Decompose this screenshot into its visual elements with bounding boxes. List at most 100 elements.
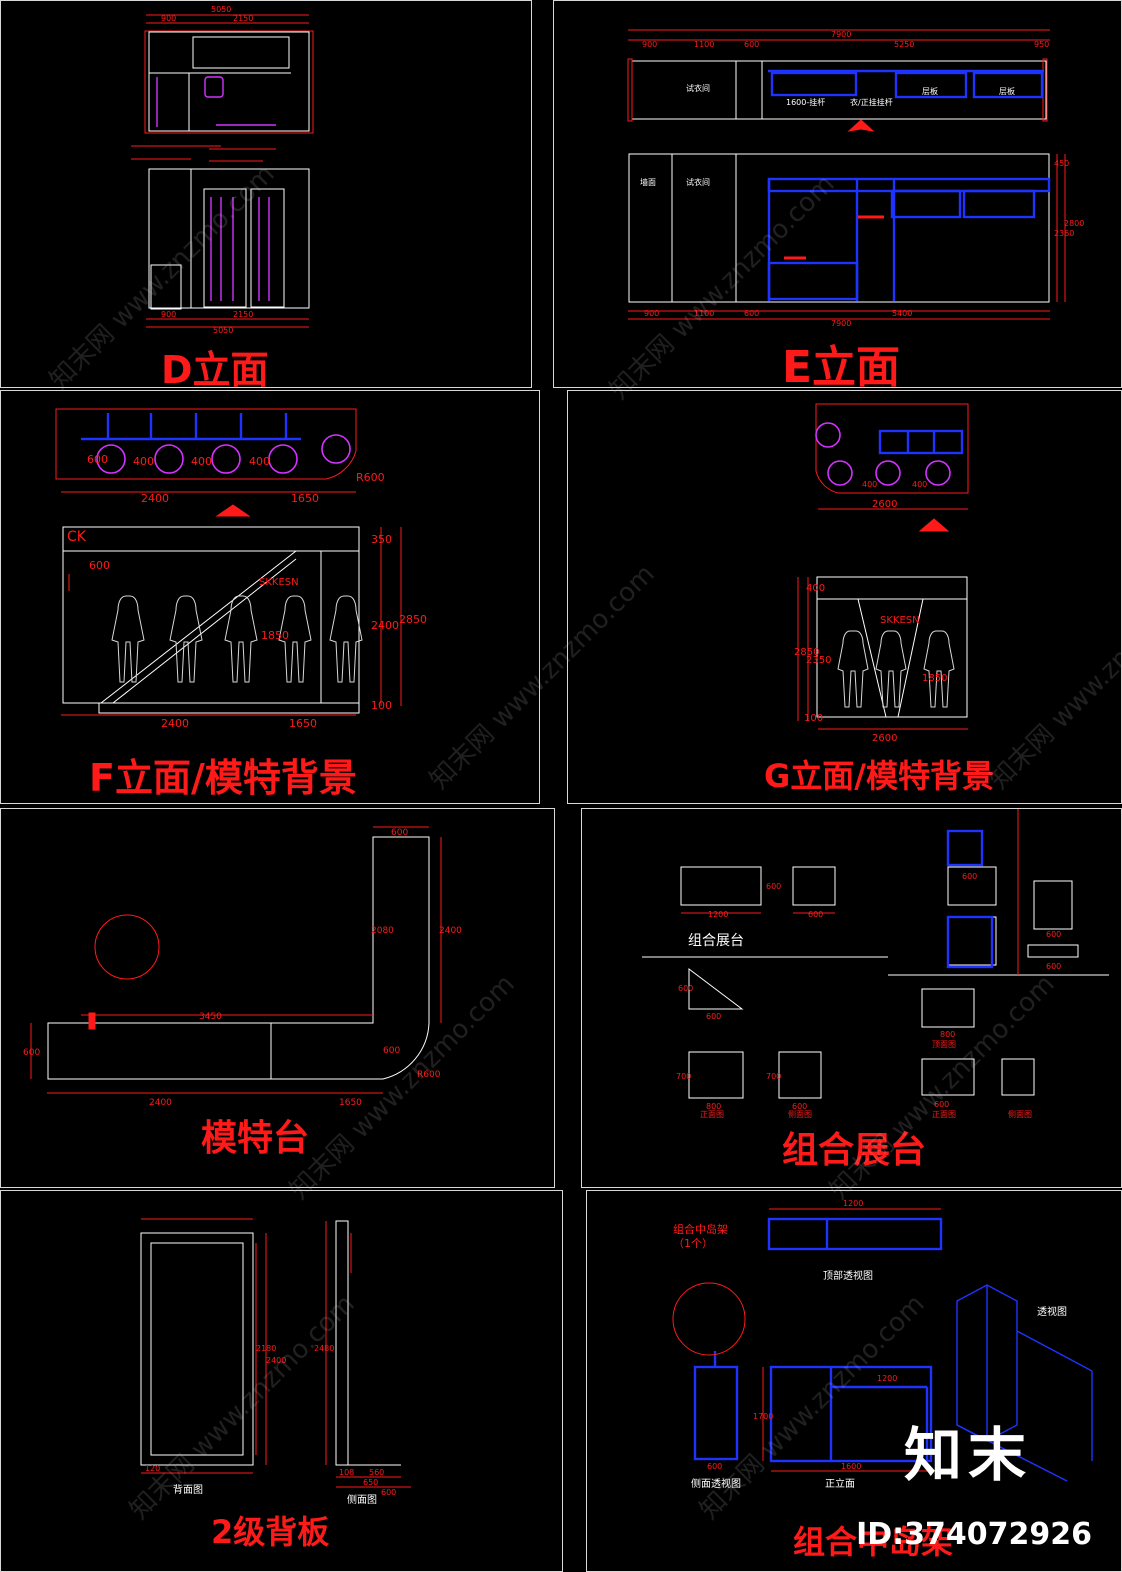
m-dim-h: 2080 (371, 926, 394, 936)
stamp-id: ID:374072926 (856, 1517, 1092, 1552)
g-dim-b: 2600 (872, 733, 897, 744)
e-dim-t3: 600 (744, 40, 759, 49)
g-dim-a: 2600 (872, 499, 897, 510)
g-dim-h1: 2850 (794, 647, 819, 658)
z-label-side: 侧面图 (788, 1109, 812, 1119)
g-dim-d2: 400 (912, 480, 927, 489)
m-dim-r: R600 (417, 1070, 441, 1080)
m-dim-h2: 2400 (439, 926, 462, 936)
f-dim-d3: 400 (249, 455, 270, 468)
r-label-top: 顶部透视图 (823, 1269, 873, 1282)
e-dim-top-total: 7900 (831, 30, 851, 39)
f-dim-b: 1650 (291, 492, 319, 505)
z-label-front: 正面图 (700, 1110, 724, 1119)
e-dim-b2: 1100 (694, 309, 714, 318)
back-board-drawing: 背面图 侧面图 2180 2400 2480 120 108 650 560 6… (140, 1218, 411, 1506)
panel-back-board: 背面图 侧面图 2180 2400 2480 120 108 650 560 6… (0, 1190, 563, 1572)
panel-title: 2级背板 (211, 1513, 330, 1551)
f-dim-d: 1650 (289, 717, 317, 730)
f-dim-h3: 2850 (399, 613, 427, 626)
e-dim-t5: 950 (1034, 40, 1049, 49)
panel-title: 组合中岛架 (793, 1523, 954, 1561)
r-dim-b: 600 (707, 1462, 722, 1471)
f-dim-d2: 400 (191, 455, 212, 468)
z-label-top2: 顶面图 (932, 1040, 956, 1049)
e-dim-b4: 5400 (892, 309, 912, 318)
e-label-glass: 层板 (922, 86, 938, 96)
b-label-side: 侧面图 (347, 1493, 377, 1506)
panel-e-elevation: 试衣间 1600-挂杆 衣/正挂挂杆 层板 层板 试衣间 墙面 7900 900… (553, 0, 1122, 388)
z-label-combo: 组合展台 (688, 933, 744, 949)
m-dim-b: 1650 (339, 1098, 362, 1108)
stamp-logo: 知末 (903, 1421, 1032, 1489)
z-dim-i: 600 (1046, 930, 1061, 939)
g-dim-h4: 100 (804, 713, 823, 724)
e-dim-t2: 1100 (694, 40, 714, 49)
e-dim-b-total: 7900 (831, 319, 851, 328)
e-dim-h3: 2800 (1064, 219, 1084, 228)
z-dim-e: 600 (678, 984, 693, 993)
m-dim-d: 600 (23, 1048, 40, 1058)
g-dim-h3: 1850 (922, 673, 947, 684)
b-dim-w5: 600 (381, 1488, 396, 1497)
panel-title: G立面/模特背景 (764, 757, 994, 795)
d-dim-top-b: 2150 (233, 14, 253, 23)
combo-display-drawing: 组合展台 1200 600 600 600 600 800 600 600 60… (642, 809, 1109, 1119)
model-stage-drawing: 600 3450 2400 1650 2080 2400 600 R600 60… (23, 826, 462, 1108)
r-dim-c: 1200 (877, 1374, 897, 1383)
f-dim-h4: 1850 (261, 629, 289, 642)
e-label-fit2: 试衣间 (686, 177, 710, 187)
island-rack-drawing: 组合中岛架 （1个） 顶部透视图 侧面透视图 正立面 透视图 1200 1700… (672, 1199, 1093, 1490)
e-dim-b3: 600 (744, 309, 759, 318)
panel-g-elevation: SKKESN 2600 2600 400 400 2850 2350 1850 … (567, 390, 1122, 804)
site-stamp: 知末 ID:374072926 (852, 1421, 1092, 1552)
b-dim-w3: 650 (363, 1478, 378, 1487)
z-label-front2: 正面图 (932, 1110, 956, 1119)
g-brand: SKKESN (880, 615, 920, 626)
panel-model-stage: 600 3450 2400 1650 2080 2400 600 R600 60… (0, 808, 555, 1188)
g-dim-h2: 2350 (806, 655, 831, 666)
f-dim-a: 2400 (141, 492, 169, 505)
e-dim-h1: 450 (1054, 159, 1069, 168)
b-dim-h3: 2480 (314, 1344, 334, 1353)
panel-title: 组合展台 (782, 1130, 927, 1171)
b-dim-h2: 2400 (266, 1356, 286, 1365)
z-dim-b: 600 (808, 910, 823, 919)
e-label-fitting: 试衣间 (686, 83, 710, 93)
f-dim-w1: 600 (89, 559, 110, 572)
f-dim-h5: 100 (371, 699, 392, 712)
z-dim-n: 700 (766, 1072, 781, 1081)
f-dim-r: R600 (356, 471, 385, 484)
e-dim-h2: 2360 (1054, 229, 1074, 238)
m-dim-a: 2400 (149, 1098, 172, 1108)
b-label-back: 背面图 (173, 1483, 203, 1496)
z-dim-c: 600 (766, 882, 781, 891)
d-dim-bot-a: 900 (161, 310, 176, 319)
m-dim-w: 600 (391, 828, 408, 838)
panel-d-elevation: 5050 900 2150 900 2150 5050 D立面 (0, 0, 532, 388)
g-elevation-drawing: SKKESN 2600 2600 400 400 2850 2350 1850 … (794, 403, 969, 744)
e-label-rail: 1600-挂杆 (786, 97, 825, 107)
d-dim-top-a: 900 (161, 14, 176, 23)
z-dim-h: 600 (962, 872, 977, 881)
r-dim-a: 1600 (841, 1462, 861, 1471)
z-dim-l: 600 (934, 1100, 949, 1109)
panel-combo-display: 组合展台 1200 600 600 600 600 800 600 600 60… (581, 808, 1122, 1188)
r-label-front: 正立面 (825, 1477, 855, 1490)
f-dim-d1: 400 (133, 455, 154, 468)
e-label-rail2: 衣/正挂挂杆 (850, 97, 893, 107)
m-dim-len: 3450 (199, 1012, 222, 1022)
f-dim-d4: 600 (87, 453, 108, 466)
f-dim-h1: 350 (371, 533, 392, 546)
e-dim-b1: 900 (644, 309, 659, 318)
panel-f-elevation: CK SKKESN 2400 1650 2400 1650 400 400 40… (0, 390, 540, 804)
b-dim-w2: 108 (339, 1468, 354, 1477)
g-dim-h5: 400 (806, 583, 825, 594)
panel-title: F立面/模特背景 (89, 756, 357, 800)
d-dim-top-total: 5050 (211, 5, 231, 14)
m-dim-s: 600 (383, 1046, 400, 1056)
panel-title: D立面 (161, 348, 269, 388)
e-label-glass2: 层板 (999, 86, 1015, 96)
r-label-head: 组合中岛架 (673, 1222, 728, 1236)
r-dim-h: 1700 (753, 1412, 773, 1421)
